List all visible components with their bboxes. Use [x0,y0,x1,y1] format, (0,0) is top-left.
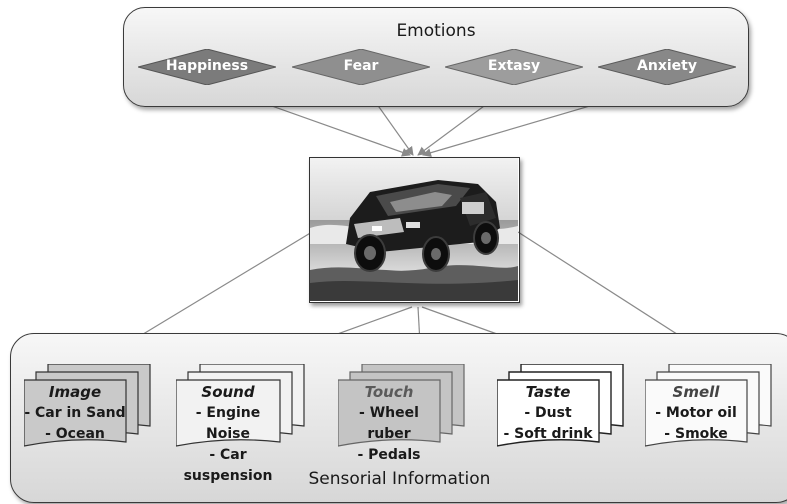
diamond-shape [598,49,736,85]
card-line: - Motor oil [655,405,737,421]
sense-card-image: Image - Car in Sand - Ocean [24,364,154,459]
emotion-fear: Fear [292,49,430,85]
sense-card-smell: Smell - Motor oil - Smoke [645,364,775,459]
card-line: - Dust [524,405,572,421]
card-stack-shape [176,364,305,447]
rally-car-photo [309,157,520,303]
card-stack-shape [645,364,772,447]
diamond-shape [292,49,430,85]
card-title: Touch [364,383,414,401]
card-stack-shape [24,364,151,447]
card-line: - Car suspension [183,447,273,484]
diamond-shape [445,49,583,85]
emotion-label: Extasy [487,58,541,74]
sensorial-title: Sensorial Information [308,469,491,489]
card-title: Taste [525,383,571,401]
sense-card-touch: Touch - Wheel ruber - Pedals [338,364,468,463]
diamond-shape [138,49,276,85]
emotion-happiness: Happiness [138,49,276,85]
card-line: - Wheel ruber [359,405,419,442]
car-body [346,180,500,252]
card-stack-shape [497,364,624,447]
card-title: Sound [201,383,255,401]
emotion-extasy: Extasy [445,49,583,85]
card-line: - Car in Sand [24,405,126,421]
card-line: - Pedals [357,447,421,463]
emotion-label: Anxiety [637,58,697,74]
emotions-title: Emotions [396,21,476,41]
emotion-label: Happiness [165,58,249,74]
sense-card-sound: Sound - Engine Noise - Car suspension [176,364,306,484]
emotion-anxiety: Anxiety [598,49,736,85]
card-line: - Engine Noise [195,405,261,442]
card-stack-shape [338,364,465,447]
card-title: Image [48,383,102,401]
card-title: Smell [672,383,720,401]
card-line: - Ocean [45,426,105,442]
card-line: - Soft drink [503,426,593,442]
sense-card-taste: Taste - Dust - Soft drink [497,364,627,459]
card-line: - Smoke [664,426,728,442]
emotion-label: Fear [343,58,379,74]
